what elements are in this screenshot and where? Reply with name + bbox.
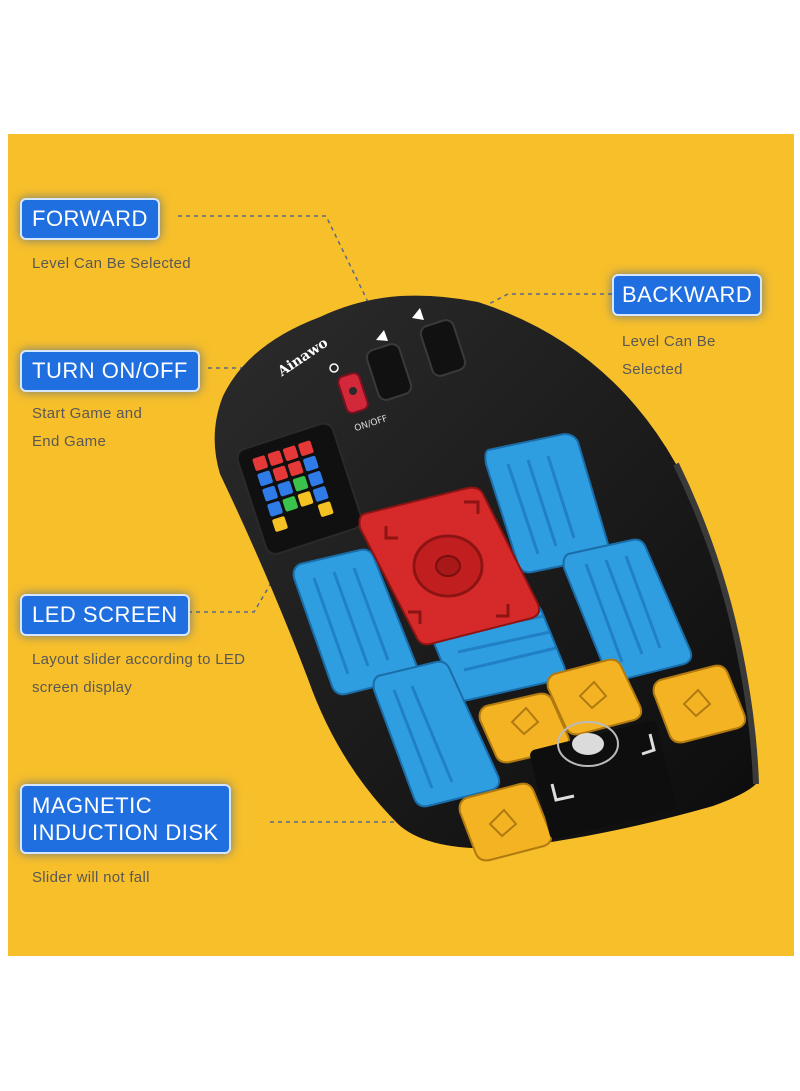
turn-on-off-label: TURN ON/OFF xyxy=(20,350,200,392)
led-screen-label: LED SCREEN xyxy=(20,594,190,636)
forward-connector xyxy=(178,215,369,303)
power-indicator-icon xyxy=(329,363,339,373)
yellow-slider-diamonds xyxy=(488,680,712,838)
yellow-slider-2 xyxy=(546,658,643,736)
led-screen-connector xyxy=(188,543,295,613)
backward-description: Level Can Be Selected xyxy=(622,333,716,378)
turn-on-off-description: Start Game and End Game xyxy=(32,405,143,450)
product-infographic: Ainawo ON/OFF FORWARD Level Can Be Selec… xyxy=(8,134,794,956)
forward-label: FORWARD xyxy=(20,198,160,240)
yellow-slider-3 xyxy=(652,664,747,744)
led-dots xyxy=(252,440,334,532)
red-slider xyxy=(358,486,541,646)
yellow-sliders xyxy=(458,658,747,862)
magnetic-induction-disk xyxy=(530,720,676,840)
device-rim xyxy=(673,462,759,785)
magnetic-disk-description: Slider will not fall xyxy=(32,869,150,886)
backward-button xyxy=(419,319,467,377)
blue-slider-bottom-left xyxy=(372,660,501,808)
backward-arrow-icon xyxy=(412,308,424,320)
forward-description: Level Can Be Selected xyxy=(32,255,191,272)
backward-label: BACKWARD xyxy=(612,274,763,316)
magnetic-disk-label: MAGNETIC INDUCTION DISK xyxy=(20,784,231,854)
forward-button xyxy=(365,343,413,401)
slider-puzzle-device xyxy=(178,215,759,862)
led-screen-description: Layout slider according to LED screen di… xyxy=(32,651,246,696)
led-screen xyxy=(236,422,363,555)
forward-arrow-icon xyxy=(376,330,388,341)
blue-sliders xyxy=(292,432,693,808)
yellow-slider-4 xyxy=(458,782,553,862)
backward-connector xyxy=(457,293,612,321)
